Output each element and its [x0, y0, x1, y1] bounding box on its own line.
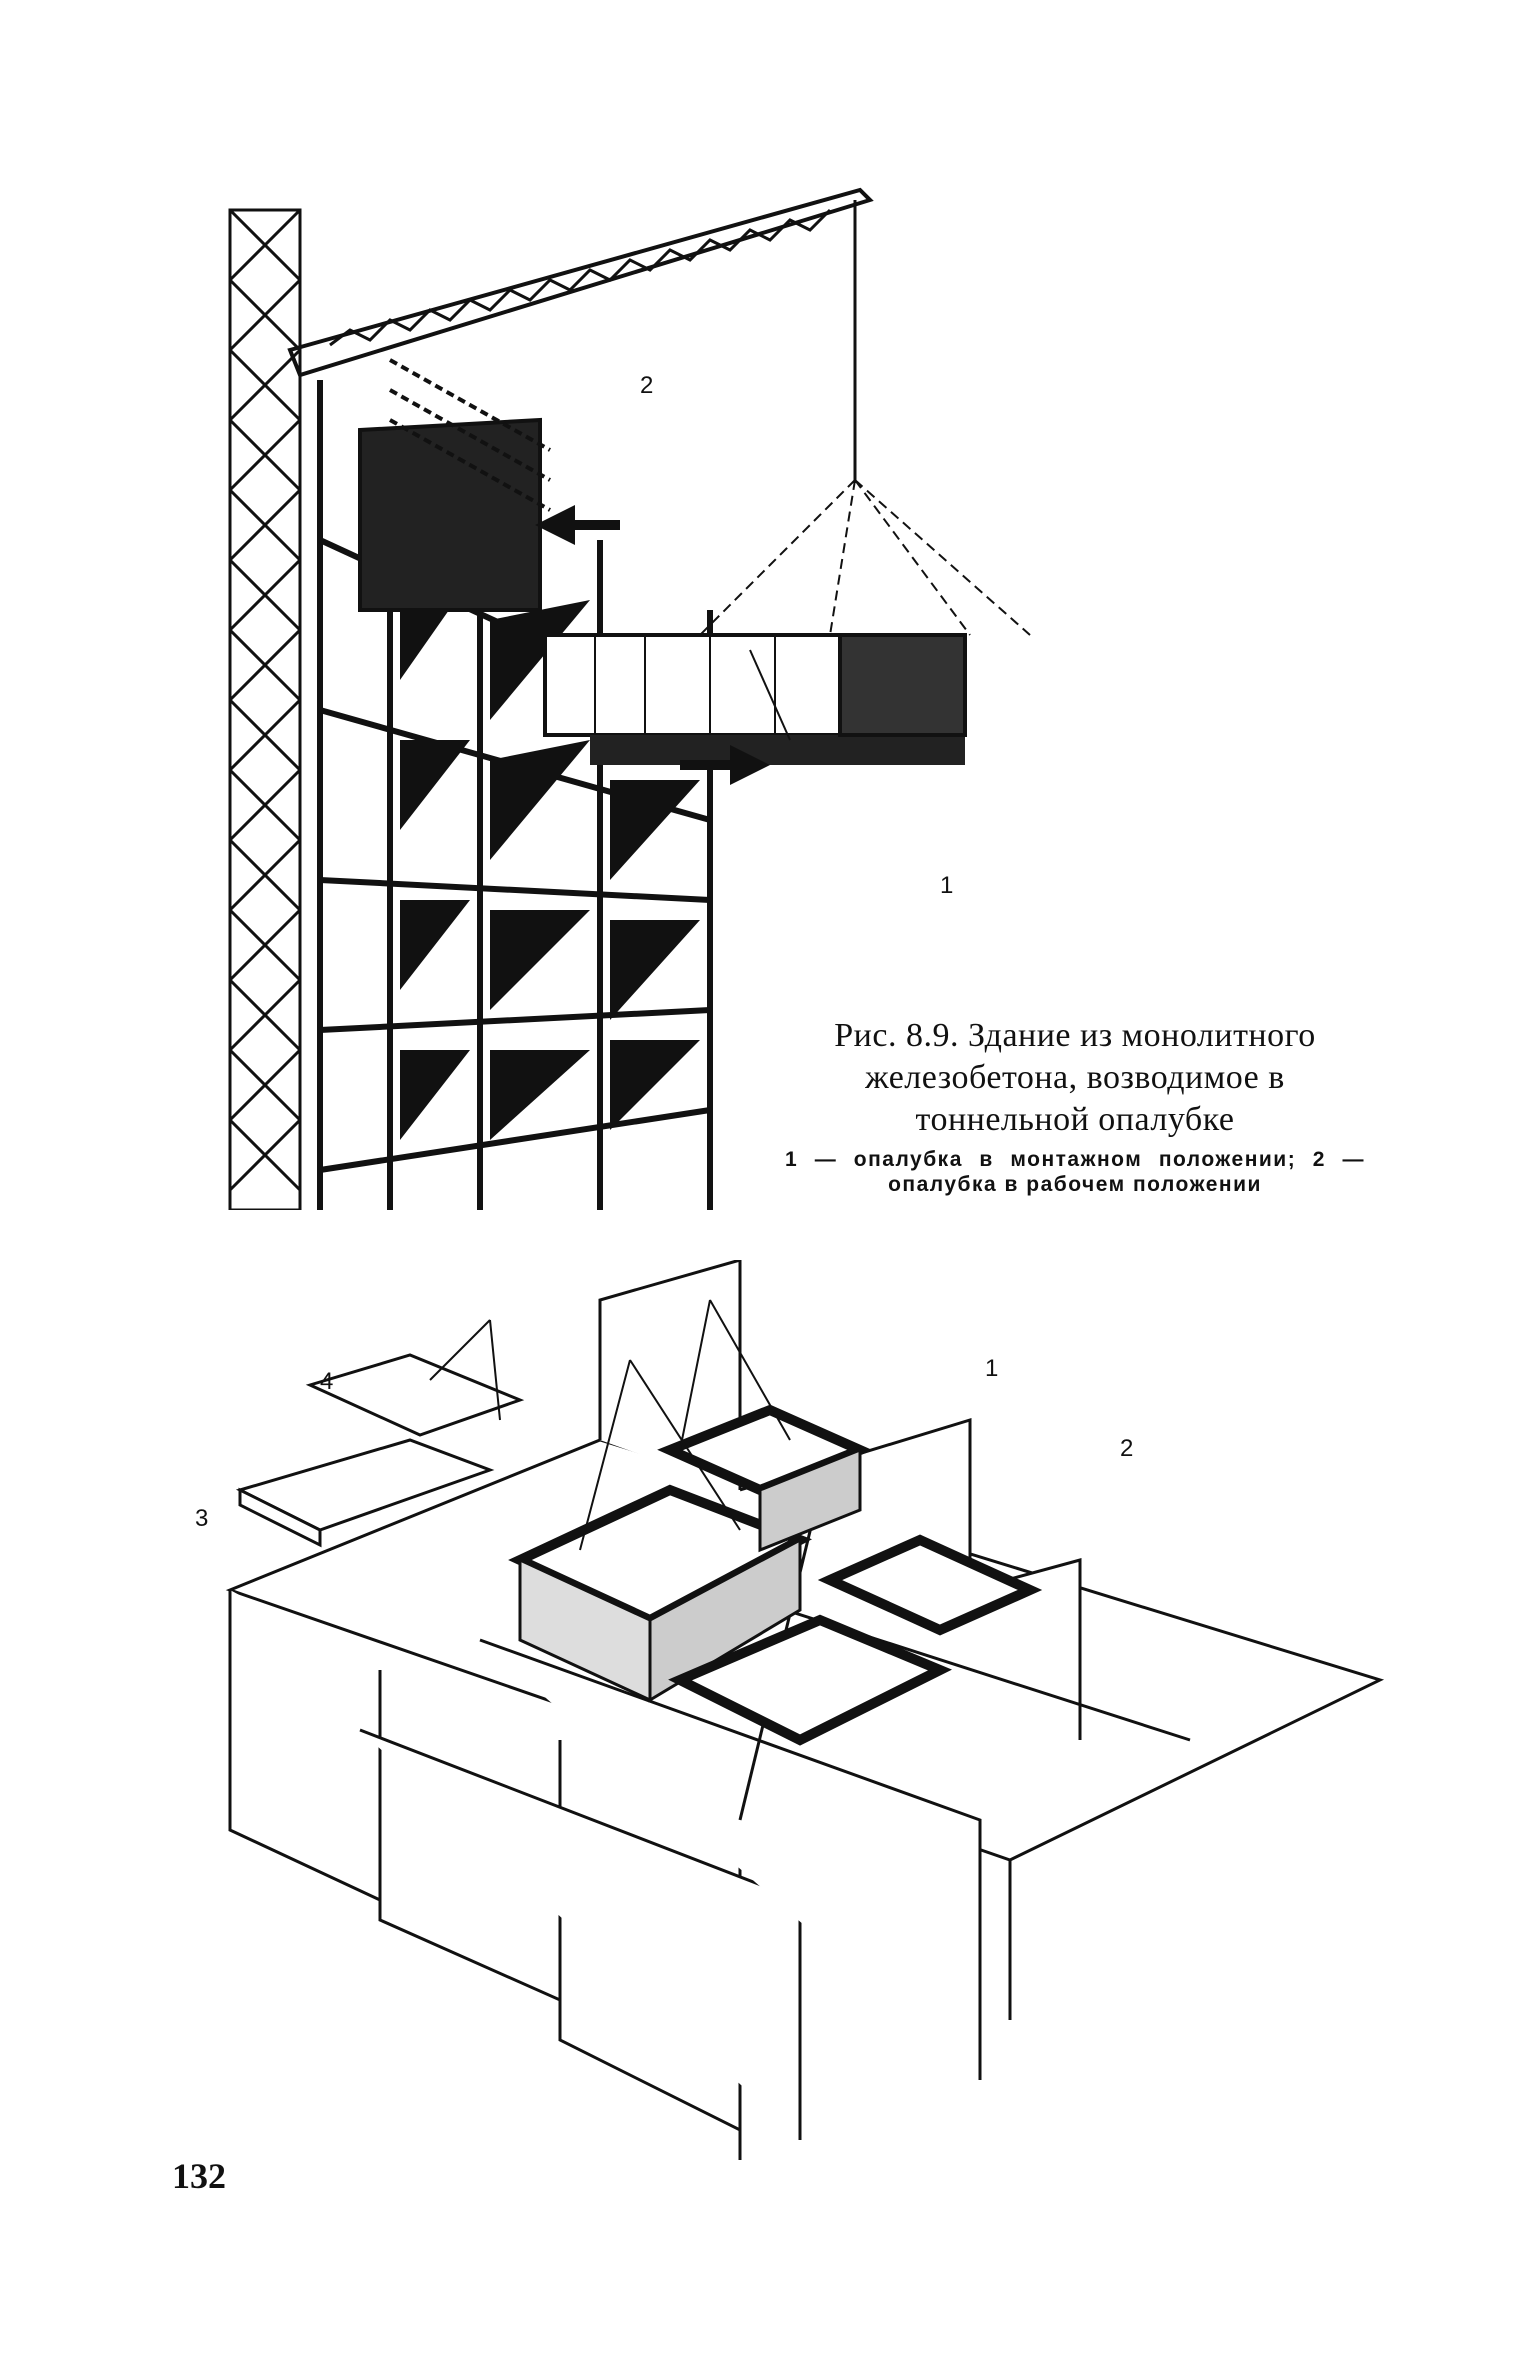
isometric-formwork-diagram — [225, 1260, 1385, 2160]
crane-building-illustration — [228, 187, 1031, 1210]
caption-title: Рис. 8.9. Здание из монолитного железобе… — [785, 1015, 1365, 1141]
crane-label-2: 2 — [640, 372, 654, 399]
iso-label-3: 3 — [195, 1505, 209, 1532]
formwork-boxes — [508, 1404, 1043, 1746]
slabs — [235, 1353, 525, 1548]
formwork-working-position — [358, 358, 551, 612]
crane-label-1: 1 — [940, 872, 954, 899]
slings — [429, 1299, 791, 1551]
caption-legend: 1 — опалубка в монтажном положении; 2 — … — [785, 1148, 1365, 1196]
iso-label-2: 2 — [1120, 1435, 1134, 1462]
crane-jib — [287, 187, 874, 378]
formwork-installation-position — [543, 633, 967, 765]
page-number: 132 — [172, 2156, 226, 2196]
wall-grid — [225, 1260, 1385, 2160]
iso-label-4: 4 — [320, 1368, 334, 1395]
crane-tower — [228, 208, 302, 1210]
caption-title-text: Здание из монолитного железобетона, возв… — [865, 1017, 1316, 1138]
caption-figure-number: Рис. 8.9. — [834, 1017, 959, 1054]
figure-caption: Рис. 8.9. Здание из монолитного железобе… — [785, 1015, 1365, 1197]
iso-label-1: 1 — [985, 1355, 999, 1382]
